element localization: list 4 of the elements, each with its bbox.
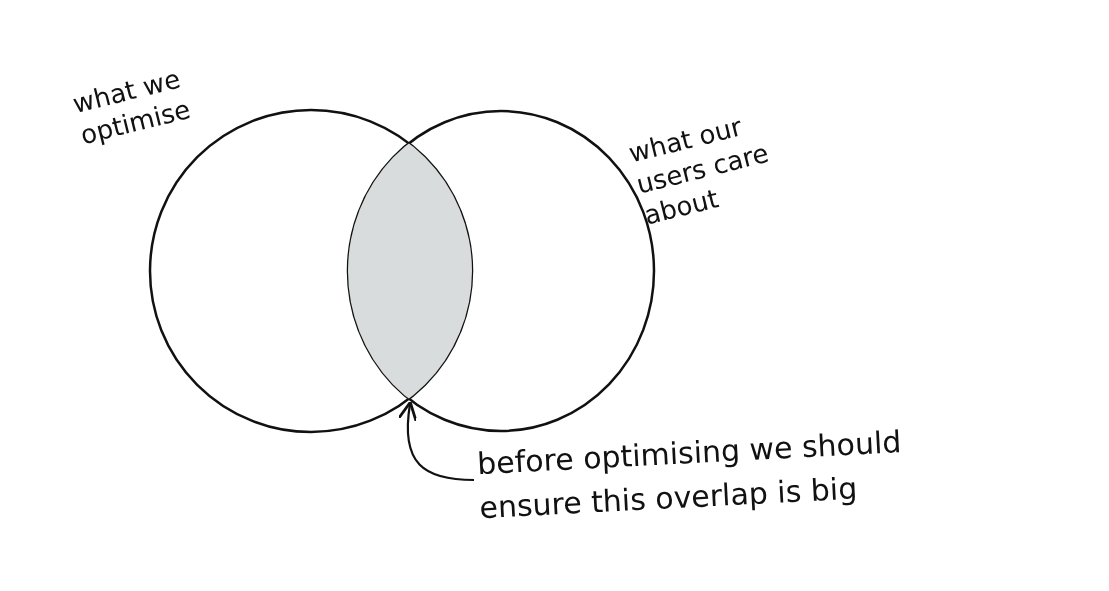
- annotation-text: before optimising we should ensure this overlap is big: [476, 423, 904, 528]
- circle-label: what our users care about: [625, 110, 773, 232]
- circle-label: what we optimise: [69, 62, 195, 152]
- arrow: [397, 400, 475, 482]
